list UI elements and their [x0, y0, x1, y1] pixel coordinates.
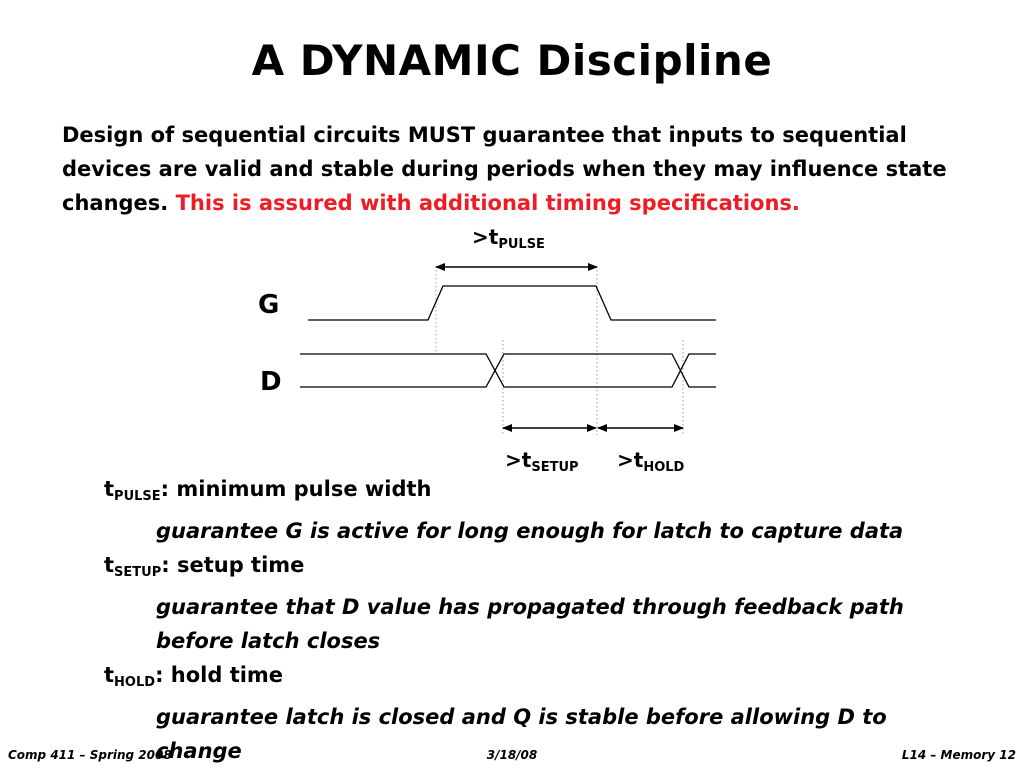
- definition-hold-desc: change: [156, 739, 242, 763]
- definition-setup-term: tSETUP: setup time: [104, 553, 305, 580]
- definitions-list: tPULSE: minimum pulse width guarantee G …: [104, 472, 984, 768]
- footer-page: L14 – Memory 12: [901, 748, 1016, 762]
- definition-hold-desc: guarantee latch is closed and Q is stabl…: [156, 705, 887, 729]
- intro-text: Design of sequential circuits MUST guara…: [62, 123, 947, 215]
- signal-d-label: D: [260, 367, 282, 397]
- timing-guides: [435, 270, 684, 435]
- intro-highlight: This is assured with additional timing s…: [175, 191, 800, 215]
- definition-setup-desc: guarantee that D value has propagated th…: [156, 595, 904, 619]
- setup-label: >tSETUP: [505, 448, 579, 475]
- signal-g-label: G: [258, 290, 279, 320]
- intro-paragraph: Design of sequential circuits MUST guara…: [62, 118, 962, 220]
- definition-pulse-term: tPULSE: minimum pulse width: [104, 477, 432, 504]
- pulse-label: >tPULSE: [472, 225, 545, 252]
- footer-date: 3/18/08: [486, 748, 538, 762]
- definition-setup-desc: before latch closes: [156, 629, 381, 653]
- hold-label: >tHOLD: [617, 448, 685, 475]
- definition-hold-term: tHOLD: hold time: [104, 663, 284, 690]
- signal-g-waveform: [308, 285, 716, 321]
- footer-course: Comp 411 – Spring 2008: [8, 748, 172, 762]
- slide-title: A DYNAMIC Discipline: [251, 36, 773, 85]
- signal-d-waveform: [300, 353, 716, 388]
- definition-pulse-desc: guarantee G is active for long enough fo…: [156, 519, 904, 543]
